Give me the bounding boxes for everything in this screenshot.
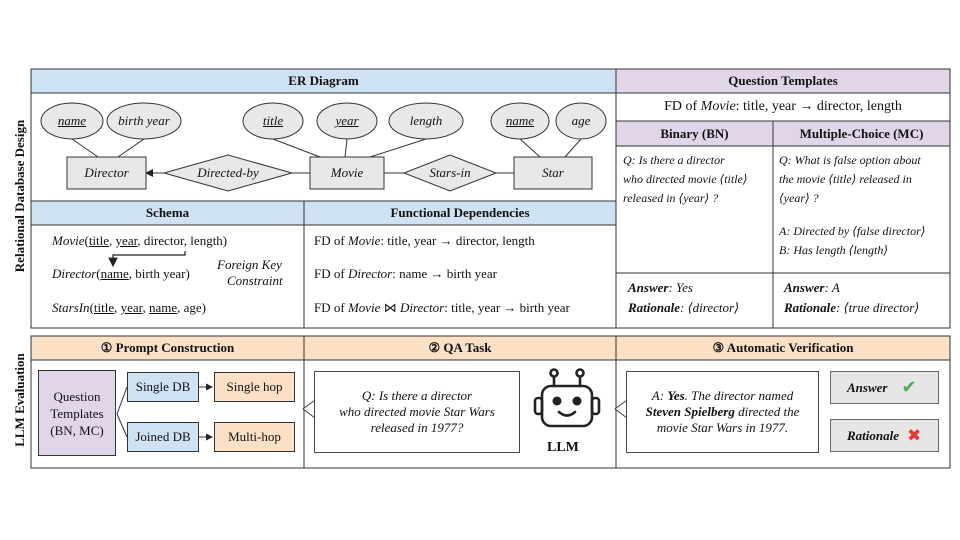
schema-starsin: StarsIn(title, year, name, age) bbox=[52, 300, 207, 315]
single-db-box: Single DB bbox=[127, 372, 199, 402]
stars-in-relation bbox=[402, 154, 498, 192]
attr-star-age bbox=[555, 102, 607, 140]
check-icon: ✔ bbox=[901, 377, 917, 398]
qa-task-header: ② QA Task bbox=[304, 336, 616, 360]
attr-star-name-label: name bbox=[505, 113, 535, 128]
binary-header: Binary (BN) bbox=[616, 121, 773, 146]
bn-rationale: Rationale: ⟨director⟩ bbox=[628, 300, 740, 315]
attr-director-name bbox=[40, 102, 104, 140]
directed-by-relation bbox=[162, 154, 294, 192]
star-entity-label: Star bbox=[542, 165, 564, 180]
attr-movie-length bbox=[388, 102, 464, 140]
qa-question-callout: Q: Is there a director who directed movi… bbox=[314, 371, 520, 453]
star-entity bbox=[513, 156, 593, 190]
multiple-choice-header: Multiple-Choice (MC) bbox=[773, 121, 950, 146]
attr-movie-year bbox=[316, 102, 378, 140]
verification-header: ③ Automatic Verification bbox=[616, 336, 950, 360]
attr-star-name bbox=[490, 102, 550, 140]
schema-director: Director(name, birth year) bbox=[52, 266, 190, 281]
schema-header: Schema bbox=[31, 201, 304, 225]
director-entity bbox=[66, 156, 147, 190]
mc-question: Q: What is false option about the movie … bbox=[779, 153, 921, 205]
bn-question: Q: Is there a director who directed movi… bbox=[623, 153, 748, 205]
director-entity-label: Director bbox=[84, 165, 129, 180]
multi-hop-box: Multi-hop bbox=[214, 422, 295, 452]
llm-answer-callout: A: Yes. The director named Steven Spielb… bbox=[626, 371, 819, 453]
stars-in-label: Stars-in bbox=[429, 165, 471, 180]
mc-answer: Answer: A bbox=[784, 280, 840, 295]
bn-answer: Answer: Yes bbox=[628, 280, 693, 295]
fd-header: Functional Dependencies bbox=[304, 201, 616, 225]
fd-movie: FD of Movie: title, year → director, len… bbox=[314, 233, 535, 248]
movie-entity-label: Movie bbox=[330, 165, 364, 180]
attr-director-birth-label: birth year bbox=[118, 113, 170, 128]
robot-icon bbox=[533, 368, 601, 428]
joined-db-box: Joined DB bbox=[127, 422, 199, 452]
cross-icon: ✖ bbox=[907, 425, 922, 446]
fd-movie-join-director: FD of Movie ⋈ Director: title, year → bi… bbox=[314, 300, 570, 315]
directed-by-label: Directed-by bbox=[197, 165, 259, 180]
rationale-result: Rationale ✖ bbox=[830, 419, 939, 452]
attr-movie-year-label: year bbox=[335, 113, 359, 128]
movie-entity bbox=[309, 156, 385, 190]
question-templates-header: Question Templates bbox=[616, 69, 950, 93]
llm-label: LLM bbox=[547, 440, 579, 455]
question-templates-box: Question Templates (BN, MC) bbox=[38, 370, 116, 456]
mc-option-b: B: Has length ⟨length⟩ bbox=[779, 243, 889, 257]
prompt-construction-header: ① Prompt Construction bbox=[31, 336, 304, 360]
attr-star-age-label: age bbox=[571, 113, 591, 128]
qt-fd: FD of Movie: title, year → director, len… bbox=[664, 99, 902, 114]
attr-director-name-label: name bbox=[57, 113, 87, 128]
prompt-flow-lines bbox=[116, 383, 213, 441]
attr-movie-title bbox=[242, 102, 304, 140]
mc-rationale: Rationale: ⟨true director⟩ bbox=[784, 300, 920, 315]
attr-movie-length-label: length bbox=[409, 113, 443, 128]
foreign-key-label: Foreign Key Constraint bbox=[217, 257, 283, 288]
attr-director-birth bbox=[106, 102, 182, 140]
schema-movie: Movie(title, year, director, length) bbox=[52, 233, 228, 248]
answer-result: Answer ✔ bbox=[830, 371, 939, 404]
attr-movie-title-label: title bbox=[262, 113, 284, 128]
er-diagram-header: ER Diagram bbox=[31, 69, 616, 93]
fd-director: FD of Director: name → birth year bbox=[314, 266, 497, 281]
single-hop-box: Single hop bbox=[214, 372, 295, 402]
mc-option-a: A: Directed by ⟨false director⟩ bbox=[779, 224, 926, 238]
